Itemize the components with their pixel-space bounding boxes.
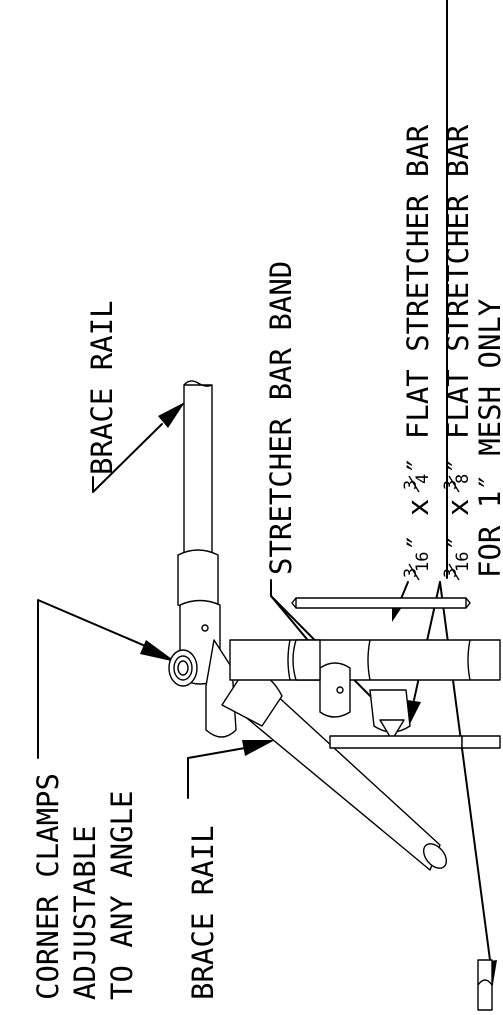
frac-den-2: 16 bbox=[453, 552, 473, 572]
frac2-den-1: 4 bbox=[413, 474, 433, 484]
leader-brace-rail-lower bbox=[187, 740, 275, 799]
label-flat-bar-3-4: 3 16 ″ x 3 4 ″ FLAT STRETCHER BAR bbox=[401, 124, 435, 581]
frac-slash-2 bbox=[448, 563, 460, 581]
frac-num-1: 3 bbox=[401, 568, 421, 578]
rest-1: ″ FLAT STRETCHER BAR bbox=[401, 124, 435, 474]
label-brace-rail-upper: BRACE RAIL bbox=[85, 300, 119, 475]
lower-brace-rail-pipe bbox=[221, 667, 448, 871]
label-flat-bar-3-8: 3 16 ″ x 3 8 ″ FLAT STRETCHER BAR bbox=[441, 124, 475, 581]
corner-clamp-bolt bbox=[168, 649, 198, 687]
rest-2: ″ FLAT STRETCHER BAR bbox=[441, 124, 475, 474]
label-mesh-only: FOR 1″ MESH ONLY bbox=[473, 299, 503, 578]
upper-brace-rail-pipe bbox=[183, 380, 213, 556]
dims-x-2: ″ x bbox=[441, 499, 475, 551]
leader-corner-clamps bbox=[37, 599, 176, 759]
frac-num-2: 3 bbox=[441, 568, 461, 578]
label-brace-rail-lower: BRACE RAIL bbox=[186, 825, 220, 1000]
label-stretcher-bar-band: STRETCHER BAR BAND bbox=[264, 261, 298, 575]
frac-den-1: 16 bbox=[413, 552, 433, 572]
frac2-slash-2 bbox=[448, 475, 460, 493]
stretcher-bar bbox=[291, 597, 471, 609]
flat-stretcher-bar bbox=[329, 735, 501, 749]
stretcher-bar-band-2 bbox=[369, 689, 411, 741]
frac2-num-1: 3 bbox=[401, 480, 421, 490]
label-corner-clamps: CORNER CLAMPS ADJUSTABLE TO ANY ANGLE bbox=[31, 773, 139, 1000]
corner-clamps-line-3: TO ANY ANGLE bbox=[105, 790, 139, 1000]
frac2-slash-1 bbox=[408, 475, 420, 493]
frac-slash-1 bbox=[408, 563, 420, 581]
corner-clamps-line-2: ADJUSTABLE bbox=[68, 825, 102, 1000]
line-rail-pipe bbox=[229, 639, 501, 681]
stretcher-bar-band-1 bbox=[292, 639, 351, 718]
fence-hardware-drawing bbox=[168, 380, 501, 1011]
pipe-end-right bbox=[477, 959, 493, 1011]
dims-x-1: ″ x bbox=[401, 499, 435, 551]
leader-brace-rail-upper bbox=[92, 402, 185, 493]
corner-clamps-line-1: CORNER CLAMPS bbox=[31, 773, 65, 1000]
frac2-num-2: 3 bbox=[441, 480, 461, 490]
frac2-den-2: 8 bbox=[453, 474, 473, 484]
corner-clamp-lower bbox=[205, 639, 237, 738]
